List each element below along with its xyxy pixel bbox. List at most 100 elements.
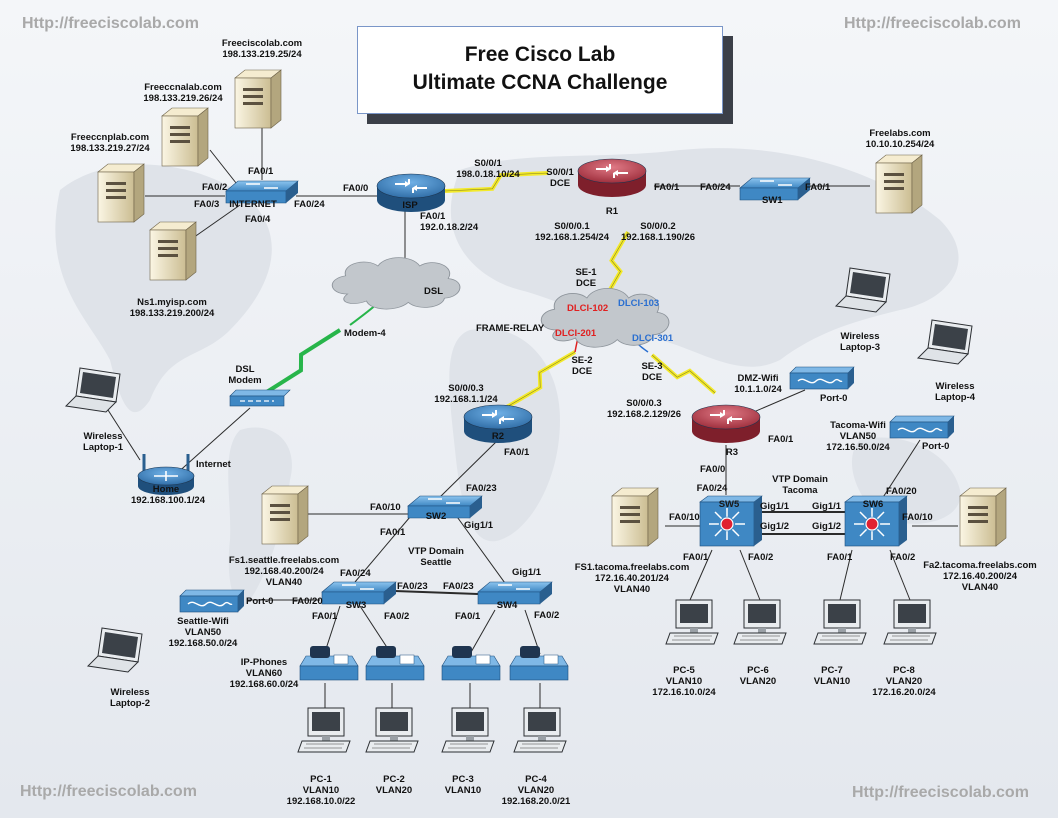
server-fs1-tacoma[interactable] bbox=[611, 487, 659, 547]
dsl-modem[interactable] bbox=[229, 389, 291, 407]
label-tacoma-wifi-line: VLAN50 bbox=[839, 431, 877, 442]
laptop-3[interactable] bbox=[834, 267, 891, 313]
label-sw5-gig12: Gig1/2 bbox=[760, 521, 790, 532]
link-r2-sw2 bbox=[439, 439, 499, 498]
label-sw4-fa01: FA0/1 bbox=[455, 611, 481, 622]
ip-phone-4[interactable] bbox=[509, 646, 569, 681]
label-sw3-fa02: FA0/2 bbox=[384, 611, 410, 622]
pc-1[interactable] bbox=[297, 707, 351, 753]
label-dmz-port: Port-0 bbox=[820, 393, 848, 404]
router-r1[interactable] bbox=[577, 158, 647, 197]
server-ns1[interactable] bbox=[149, 221, 197, 281]
ip-phone-1[interactable] bbox=[299, 646, 359, 681]
link-sw2-sw3 bbox=[354, 516, 411, 583]
label-laptop1-line: Wireless bbox=[83, 431, 123, 442]
label-pc1-line: PC-1 bbox=[310, 774, 332, 785]
server-freeccnplab[interactable] bbox=[97, 163, 145, 223]
label-seattle-wifi-line: Seattle-Wifi bbox=[177, 616, 229, 627]
pc-5[interactable] bbox=[665, 599, 719, 645]
ap-seattle-wifi[interactable] bbox=[179, 589, 245, 613]
title-line-1: Free Cisco Lab bbox=[464, 43, 616, 66]
label-dlci301: DLCI-301 bbox=[632, 333, 674, 344]
link-ns1-internet bbox=[189, 204, 241, 241]
label-r2-fa01: FA0/1 bbox=[504, 447, 530, 458]
label-ns1-line: 198.133.219.200/24 bbox=[129, 308, 215, 319]
label-freeciscolab-line: Freeciscolab.com bbox=[221, 38, 303, 49]
ap-dmz-wifi[interactable] bbox=[789, 366, 855, 390]
ip-phone-3[interactable] bbox=[441, 646, 501, 681]
label-sw5-gig11: Gig1/1 bbox=[760, 501, 790, 512]
switch-sw1[interactable] bbox=[739, 177, 811, 201]
label-sw6-fa02: FA0/2 bbox=[890, 552, 916, 563]
home-router[interactable] bbox=[137, 454, 195, 495]
server-freelabs[interactable] bbox=[875, 154, 923, 214]
label-freeccnplab-line: 198.133.219.27/24 bbox=[70, 143, 150, 154]
switch-sw4[interactable] bbox=[477, 581, 553, 605]
ip-phone-2[interactable] bbox=[365, 646, 425, 681]
switch-sw2[interactable] bbox=[407, 495, 483, 519]
pc-2[interactable] bbox=[365, 707, 419, 753]
label-fs1-seattle-line: Fs1.seattle.freelabs.com bbox=[228, 555, 340, 566]
label-isp-fa01-line: FA0/1 bbox=[420, 211, 446, 222]
serial-isp-r1-outline bbox=[444, 172, 549, 192]
router-r2[interactable] bbox=[463, 404, 533, 443]
label-laptop4-line: Wireless bbox=[935, 381, 975, 392]
switch-sw6[interactable] bbox=[844, 495, 908, 547]
server-freeccnalab[interactable] bbox=[161, 107, 209, 167]
label-r3-fa00: FA0/0 bbox=[700, 464, 726, 475]
label-freelabs-line: 10.10.10.254/24 bbox=[865, 139, 935, 150]
serial-r1-frcloud-outline bbox=[603, 231, 629, 301]
label-isp-fa00: FA0/0 bbox=[343, 183, 369, 194]
router-r3[interactable] bbox=[691, 404, 761, 443]
laptop-4[interactable] bbox=[916, 319, 973, 365]
pc-6[interactable] bbox=[733, 599, 787, 645]
pc-7[interactable] bbox=[813, 599, 867, 645]
server-fa2-tacoma[interactable] bbox=[959, 487, 1007, 547]
watermark-top-right: Http://freeciscolab.com bbox=[844, 15, 1021, 32]
server-fs1-seattle[interactable] bbox=[261, 485, 309, 545]
server-freeciscolab[interactable] bbox=[234, 69, 282, 129]
link-tacomawifi-sw6 bbox=[879, 439, 921, 503]
router-isp[interactable] bbox=[376, 173, 446, 212]
label-internet: Internet bbox=[196, 459, 231, 470]
link-sw6-pc7 bbox=[839, 549, 853, 601]
switch-sw5[interactable] bbox=[699, 495, 763, 547]
label-se1-line: SE-1 bbox=[575, 267, 597, 278]
link-sw4-phone3 bbox=[469, 609, 496, 655]
label-home: Home bbox=[152, 484, 180, 495]
pc-3[interactable] bbox=[441, 707, 495, 753]
switch-sw3[interactable] bbox=[321, 581, 397, 605]
label-r1: R1 bbox=[605, 206, 619, 217]
label-dlci102: DLCI-102 bbox=[567, 303, 609, 314]
label-sw5-fa010: FA0/10 bbox=[669, 512, 700, 523]
laptop-2[interactable] bbox=[86, 627, 143, 673]
label-pc4-line: 192.168.20.0/21 bbox=[501, 796, 571, 807]
serial-r2-frcloud-outline bbox=[504, 351, 576, 409]
label-sw6-gig12: Gig1/2 bbox=[812, 521, 842, 532]
ap-tacoma-wifi[interactable] bbox=[889, 415, 955, 439]
switch-internet[interactable] bbox=[225, 180, 299, 204]
pc-4[interactable] bbox=[513, 707, 567, 753]
pc-8[interactable] bbox=[883, 599, 937, 645]
laptop-1[interactable] bbox=[64, 367, 121, 413]
label-sw5-fa01: FA0/1 bbox=[683, 552, 709, 563]
label-isp-s001-line: S0/0/1 bbox=[474, 158, 502, 169]
label-tacoma-wifi-line: Tacoma-Wifi bbox=[830, 420, 886, 431]
label-pc6-line: VLAN20 bbox=[739, 676, 777, 687]
label-se3-line: SE-3 bbox=[641, 361, 663, 372]
label-inet-fa04: FA0/4 bbox=[245, 214, 271, 225]
link-sw5-pc6 bbox=[739, 549, 761, 601]
label-sw1: SW1 bbox=[762, 195, 783, 206]
